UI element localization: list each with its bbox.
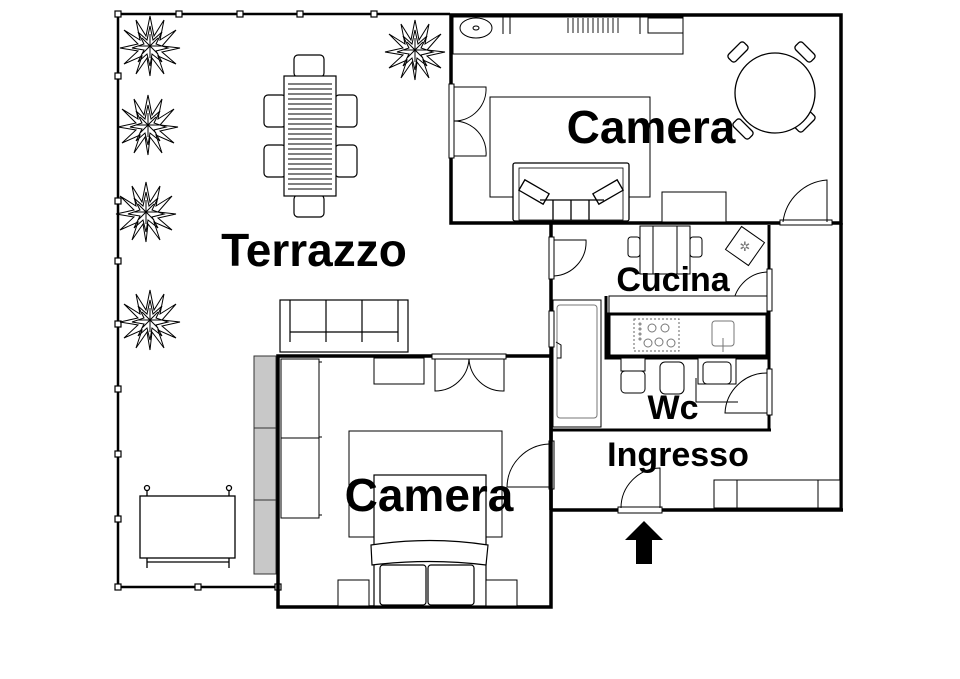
terrace-area: Terrazzo [114,10,450,591]
wc-sink [695,357,738,403]
desk [661,191,727,223]
room-label-terrace: Terrazzo [221,224,407,276]
kitchen-counter [607,295,769,358]
bedroom-wardrobe [280,358,322,519]
balcony-door[interactable] [431,353,507,392]
bidet [659,361,685,395]
toilet [620,357,646,394]
terrace-sofa [279,299,409,353]
kitchen-table [627,225,703,275]
room-label-kitchen: Cucina [616,261,730,299]
sun-lounger [139,484,236,568]
room-bedroom-top: Camera [448,13,843,226]
room-wc: Wc [548,296,773,432]
top-wardrobe [452,16,684,55]
plant-icon [119,15,181,77]
kitchen-door-left[interactable] [548,236,587,280]
arrow-up-icon [625,521,663,564]
plant-icon [384,19,446,81]
entrance-door[interactable] [617,467,663,514]
hedge-planter [253,355,277,575]
room-label-wc: Wc [648,389,699,427]
sofa [512,162,630,222]
room-entrance: Ingresso [506,436,843,564]
dresser [373,357,425,385]
plant-icon [119,289,181,351]
washing-machine: ✲ [724,225,766,267]
nightstand [337,579,370,607]
room-label-entrance: Ingresso [607,436,749,474]
room-label-bedroom-bottom: Camera [345,469,514,521]
outdoor-dining-table [263,54,358,218]
bedroom-top-door[interactable] [779,179,833,226]
svg-text:✲: ✲ [740,240,751,255]
bed [370,474,489,607]
room-label-bedroom-top: Camera [567,101,736,153]
round-dining-table [727,41,816,140]
room-bedroom-bottom: Camera [276,353,553,609]
french-door[interactable] [448,83,487,159]
entrance-cabinet [713,479,841,509]
plant-icon [117,94,179,156]
bedroom-bottom-door[interactable] [506,440,555,490]
wc-door[interactable] [724,368,773,416]
plant-icon [115,181,177,243]
terrace-railing [114,10,450,591]
bathtub [548,299,602,428]
nightstand [485,579,518,607]
